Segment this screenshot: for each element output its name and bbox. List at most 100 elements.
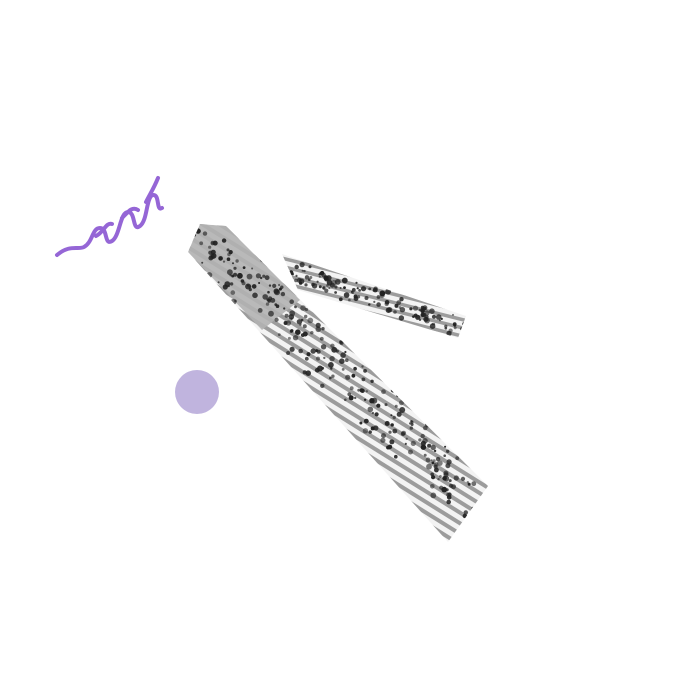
person-mark <box>299 323 302 326</box>
person-mark <box>323 356 326 360</box>
person-mark <box>423 316 429 322</box>
person-mark <box>453 475 459 481</box>
person-mark <box>392 428 398 434</box>
person-mark <box>334 285 338 289</box>
person-mark <box>310 331 314 335</box>
person-mark <box>218 256 223 261</box>
person-mark <box>363 398 367 401</box>
person-mark <box>290 329 294 333</box>
person-mark <box>412 305 419 311</box>
lavender-dot <box>175 370 219 414</box>
person-mark <box>318 275 321 278</box>
person-mark <box>380 437 386 443</box>
person-mark <box>390 387 396 393</box>
person-mark <box>331 374 335 378</box>
person-mark <box>345 374 351 380</box>
person-mark <box>283 307 286 310</box>
person-mark <box>431 427 436 431</box>
person-mark <box>404 442 407 445</box>
person-mark <box>360 388 365 393</box>
person-mark <box>304 283 308 287</box>
person-mark <box>258 282 261 284</box>
person-mark <box>435 314 442 320</box>
person-mark <box>463 510 468 515</box>
person-mark <box>230 290 236 295</box>
person-mark <box>396 411 402 417</box>
person-mark <box>304 275 310 280</box>
person-mark <box>210 249 216 255</box>
person-mark <box>429 308 435 315</box>
person-mark <box>425 457 431 463</box>
person-mark <box>339 287 342 289</box>
person-mark <box>295 329 301 336</box>
person-mark <box>289 299 295 305</box>
person-mark <box>290 279 293 282</box>
person-mark <box>433 449 437 453</box>
person-mark <box>344 350 347 354</box>
person-mark <box>384 301 389 307</box>
person-mark <box>326 275 332 281</box>
person-mark <box>474 511 479 516</box>
person-mark <box>392 415 396 420</box>
person-mark <box>424 310 430 316</box>
person-mark <box>241 281 246 286</box>
person-mark <box>394 404 398 408</box>
person-mark <box>285 320 292 326</box>
person-mark <box>295 274 298 277</box>
person-mark <box>268 310 274 317</box>
person-mark <box>420 305 425 309</box>
person-mark <box>451 484 456 490</box>
person-mark <box>349 386 354 391</box>
person-mark <box>353 296 359 302</box>
person-mark <box>446 449 450 453</box>
person-mark <box>446 459 452 465</box>
person-mark <box>441 486 448 493</box>
person-mark <box>409 307 413 311</box>
person-mark <box>315 322 321 328</box>
person-mark <box>423 453 427 457</box>
person-mark <box>430 459 433 462</box>
person-mark <box>311 282 315 287</box>
person-mark <box>245 283 252 290</box>
person-mark <box>341 368 345 371</box>
person-mark <box>317 365 323 372</box>
person-mark <box>303 269 306 273</box>
person-mark <box>199 241 204 246</box>
person-mark <box>202 231 208 236</box>
person-mark <box>388 430 392 434</box>
person-mark <box>427 443 432 448</box>
person-mark <box>296 319 303 325</box>
person-mark <box>376 302 381 307</box>
person-mark <box>374 412 379 417</box>
person-mark <box>385 288 391 295</box>
person-mark <box>408 449 413 455</box>
person-mark <box>305 370 312 377</box>
person-mark <box>227 269 233 276</box>
person-mark <box>195 228 201 234</box>
person-mark <box>294 305 297 309</box>
person-mark <box>300 333 305 337</box>
person-mark <box>390 423 394 427</box>
person-mark <box>363 369 367 373</box>
person-mark <box>444 324 448 328</box>
person-mark <box>361 377 366 382</box>
person-mark <box>420 444 427 450</box>
person-mark <box>394 303 399 308</box>
person-mark <box>307 317 314 324</box>
person-mark <box>439 475 442 478</box>
person-mark <box>437 460 443 466</box>
person-mark <box>319 336 324 341</box>
person-mark <box>444 445 447 448</box>
person-mark <box>462 321 466 327</box>
person-mark <box>430 484 435 489</box>
person-mark <box>471 481 477 487</box>
person-mark <box>460 327 464 331</box>
person-mark <box>318 273 321 276</box>
person-mark <box>399 400 404 406</box>
person-mark <box>301 269 304 272</box>
person-mark <box>299 262 305 268</box>
person-mark <box>291 272 294 276</box>
person-mark <box>368 303 371 306</box>
person-mark <box>268 296 273 301</box>
